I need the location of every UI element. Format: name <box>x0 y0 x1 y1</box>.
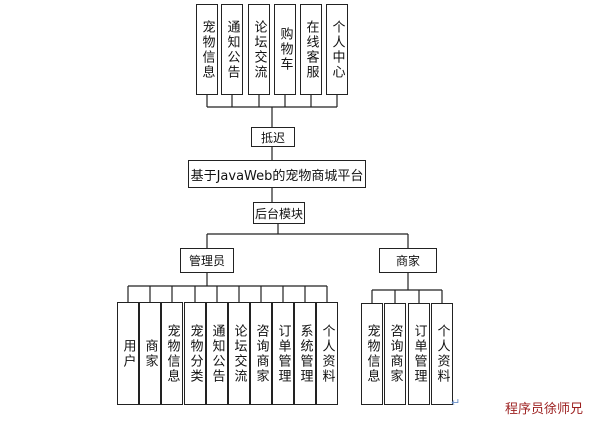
top-module-online-service: 在线客服 <box>300 4 322 95</box>
admin-module-notice: 通知公告 <box>206 302 228 405</box>
merchant-module-pet-info: 宠物信息 <box>361 303 383 405</box>
admin-module-pet-category: 宠物分类 <box>184 302 206 405</box>
top-module-notice: 通知公告 <box>221 4 243 95</box>
platform-title: 基于JavaWeb的宠物商城平台 <box>188 160 366 188</box>
backend-node: 后台模块 <box>253 202 305 224</box>
admin-module-pet-info: 宠物信息 <box>161 302 183 405</box>
merchant-module-consult-merchant: 咨询商家 <box>384 303 406 405</box>
admin-node: 管理员 <box>180 248 234 273</box>
merchant-node: 商家 <box>379 248 437 273</box>
paragraph-return-mark: ↵ <box>451 396 461 409</box>
admin-module-consult-merchant: 咨询商家 <box>250 302 272 405</box>
admin-module-forum: 论坛交流 <box>228 302 250 405</box>
top-module-pet-info: 宠物信息 <box>196 4 218 95</box>
admin-module-users: 用户 <box>117 302 139 405</box>
merchant-module-order-management: 订单管理 <box>408 303 430 405</box>
admin-module-profile: 个人资料 <box>316 302 338 405</box>
top-module-personal-center: 个人中心 <box>326 4 348 95</box>
merchant-module-profile: 个人资料 <box>431 303 453 405</box>
frontend-node: 抵迟 <box>251 127 295 147</box>
top-module-forum: 论坛交流 <box>248 4 270 95</box>
admin-module-system-management: 系统管理 <box>294 302 316 405</box>
admin-module-merchants: 商家 <box>139 302 161 405</box>
admin-module-order-management: 订单管理 <box>272 302 294 405</box>
top-module-cart: 购物车 <box>274 4 296 95</box>
author-watermark: 程序员徐师兄 <box>505 402 584 417</box>
